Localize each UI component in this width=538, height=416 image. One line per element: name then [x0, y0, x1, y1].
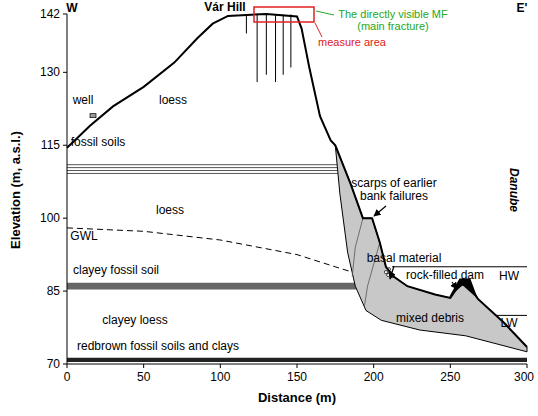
direction-label: E': [517, 2, 528, 15]
fossil-soil-line: [67, 167, 340, 168]
tick: [220, 364, 221, 368]
fracture-note: The directly visible MF (main fracture): [334, 8, 452, 32]
measure-note: measure area: [318, 36, 386, 48]
tick: [63, 72, 67, 73]
basal-rock: [384, 271, 387, 274]
axis-title: Elevation (m, a.s.l.): [9, 131, 23, 249]
layer-label: fossil soils: [71, 136, 126, 149]
tick: [63, 291, 67, 292]
tick: [143, 364, 144, 368]
tick: [67, 364, 68, 368]
ground-surface: [67, 14, 527, 347]
high-water-line: [392, 266, 527, 267]
leader-arrow: [374, 206, 386, 216]
clayey-fossil-soil-band: [67, 283, 361, 290]
feature-label: scarps of earlier bank failures: [344, 177, 444, 203]
mixed-debris-area: [335, 145, 527, 351]
measure-area-box: [254, 7, 314, 22]
hill-name: Vár Hill: [204, 1, 245, 14]
fossil-soil-line: [67, 173, 340, 174]
tick: [63, 145, 67, 146]
leader-line: [315, 23, 322, 37]
water-level-label: LW: [500, 317, 517, 330]
feature-label: basal material: [367, 252, 442, 265]
axis-title: Distance (m): [258, 391, 336, 405]
tick-label: 0: [64, 371, 71, 384]
tick-label: 100: [210, 371, 230, 384]
slip-surface: [352, 218, 363, 276]
fracture-line: [283, 14, 284, 74]
fossil-soil-line: [67, 170, 340, 171]
tick-label: 150: [287, 371, 307, 384]
water-level-label: HW: [499, 270, 519, 283]
tick-label: 115: [41, 139, 60, 152]
tick: [63, 364, 67, 365]
tick-label: 200: [364, 371, 384, 384]
layer-label: redbrown fossil soils and clays: [77, 340, 239, 353]
tick-label: 50: [137, 371, 150, 384]
layer-label: clayey fossil soil: [73, 264, 159, 277]
tick-label: 250: [440, 371, 460, 384]
tick-label: 142: [40, 8, 60, 21]
leader-arrow: [452, 282, 457, 289]
layer-label: loess: [159, 94, 187, 107]
redbrown-band: [67, 358, 527, 362]
fracture-line: [275, 14, 276, 82]
groundwater-line: [67, 228, 389, 284]
tick: [297, 364, 298, 368]
tick: [450, 364, 451, 368]
tick-label: 130: [40, 66, 60, 79]
feature-label: rock-filled dam: [406, 269, 484, 282]
layer-label: clayey loess: [102, 314, 167, 327]
river-name: Danube: [507, 168, 520, 212]
tick: [373, 364, 374, 368]
tick: [527, 364, 528, 368]
fracture-line: [246, 14, 247, 33]
fracture-line: [257, 14, 258, 82]
tick: [63, 218, 67, 219]
tick-label: 85: [47, 285, 60, 298]
tick-label: 70: [47, 358, 60, 371]
fracture-line: [266, 14, 267, 74]
y-axis: [67, 14, 68, 364]
tick-label: 300: [514, 371, 534, 384]
fossil-soil-line: [67, 164, 340, 165]
well-symbol: [90, 114, 96, 118]
tick-label: 100: [40, 212, 60, 225]
layer-label: mixed debris: [396, 312, 464, 325]
leader-arrow: [390, 266, 394, 279]
direction-label: W: [66, 2, 77, 15]
layer-label: loess: [156, 204, 184, 217]
feature-label: well: [73, 94, 94, 107]
layer-label: GWL: [70, 230, 97, 243]
leader-line: [316, 11, 334, 15]
